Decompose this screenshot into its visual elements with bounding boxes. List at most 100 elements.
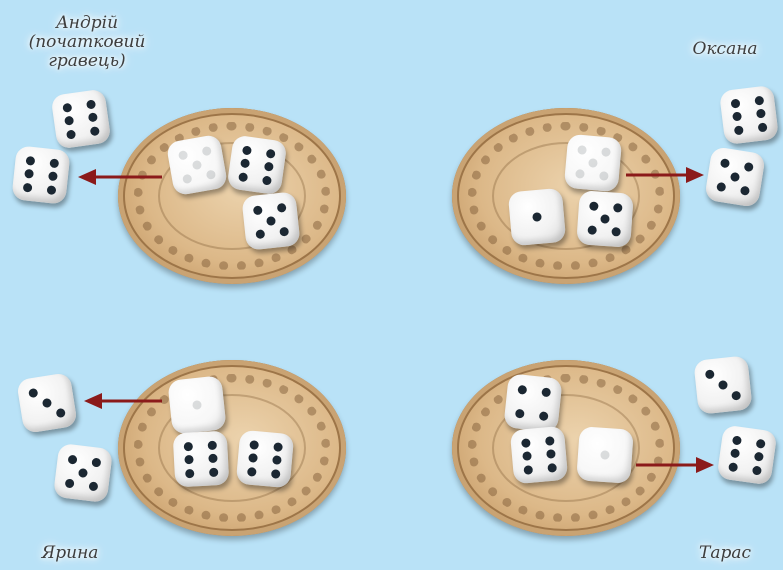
die-pip: [756, 438, 766, 448]
die-pip: [249, 440, 259, 450]
die-andriy-plate-2: [227, 135, 288, 196]
die-andriy-plate-1: [166, 134, 229, 197]
player-label-andriy: Андрій (початковий гравець): [22, 14, 152, 71]
die-pip: [546, 449, 556, 459]
die-pip: [264, 162, 274, 172]
die-oksana-plate-2: [508, 188, 567, 247]
die-pip: [720, 158, 730, 168]
die-pip: [56, 408, 66, 418]
die-pip: [532, 212, 542, 222]
plate-oksana: [452, 108, 680, 284]
die-pip: [238, 172, 248, 182]
die-pip: [28, 388, 38, 398]
die-yaryna-outside-1: [16, 372, 78, 434]
die-pip: [740, 186, 750, 196]
die-pip: [248, 453, 258, 463]
die-pip: [42, 398, 52, 408]
die-pip: [732, 435, 742, 445]
player-name-oksana: Оксана: [675, 40, 775, 59]
die-pip: [272, 455, 282, 465]
die-pip: [67, 454, 77, 464]
die-pip: [575, 169, 585, 179]
player-name-taras: Тарас: [680, 544, 770, 563]
die-pip: [613, 203, 623, 213]
die-pip: [716, 182, 726, 192]
die-pip: [517, 385, 527, 395]
die-pip: [182, 174, 192, 184]
die-pip: [732, 391, 742, 401]
arrow-left-icon: [84, 390, 164, 412]
die-pip: [277, 202, 287, 212]
plate-yaryna: [118, 360, 346, 536]
die-pip: [600, 214, 610, 224]
die-oksana-plate-3: [576, 190, 634, 248]
die-pip: [539, 411, 549, 421]
die-pip: [24, 169, 34, 179]
die-pip: [521, 438, 531, 448]
die-pip: [255, 230, 265, 240]
player-name-yaryna: Ярина: [20, 544, 120, 563]
die-pip: [46, 185, 56, 195]
die-pip: [192, 400, 202, 410]
die-pip: [600, 450, 610, 460]
die-pip: [48, 171, 58, 181]
die-taras-plate-1: [503, 373, 562, 432]
die-oksana-plate-1: [564, 134, 623, 193]
die-pip: [208, 454, 217, 463]
die-andriy-plate-3: [241, 191, 300, 250]
die-pip: [209, 467, 218, 476]
die-pip: [541, 387, 551, 397]
die-taras-plate-3: [576, 426, 634, 484]
die-pip: [577, 145, 587, 155]
die-yaryna-plate-2: [173, 431, 230, 488]
die-pip: [271, 469, 281, 479]
die-pip: [754, 95, 764, 105]
die-pip: [752, 465, 762, 475]
die-pip: [602, 147, 612, 157]
die-pip: [728, 462, 738, 472]
die-pip: [62, 102, 72, 112]
die-pip: [66, 129, 76, 139]
die-pip: [88, 112, 98, 122]
die-pip: [242, 145, 252, 155]
die-pip: [23, 182, 33, 192]
die-pip: [522, 451, 532, 461]
die-pip: [64, 479, 74, 489]
die-taras-plate-2: [510, 426, 569, 485]
die-pip: [192, 160, 202, 170]
die-pip: [732, 111, 742, 121]
die-pip: [49, 158, 59, 168]
arrow-right-icon: [626, 164, 704, 186]
die-pip: [757, 122, 767, 132]
die-pip: [26, 155, 36, 165]
die-andriy-outside-2: [11, 145, 70, 204]
die-pip: [280, 227, 290, 237]
die-pip: [589, 201, 599, 211]
die-pip: [266, 148, 276, 158]
die-pip: [252, 205, 262, 215]
die-pip: [547, 463, 557, 473]
die-pip: [185, 468, 194, 477]
die-yaryna-plate-1: [167, 375, 226, 434]
die-pip: [587, 226, 597, 236]
die-pip: [202, 145, 212, 155]
die-pip: [704, 369, 714, 379]
die-pip: [545, 436, 555, 446]
die-pip: [78, 468, 88, 478]
die-oksana-outside-2: [704, 146, 766, 208]
die-andriy-outside-1: [51, 89, 112, 150]
die-pip: [64, 116, 74, 126]
die-pip: [177, 150, 187, 160]
die-pip: [599, 172, 609, 182]
die-pip: [184, 455, 193, 464]
arrow-left-icon: [78, 166, 164, 188]
die-pip: [273, 442, 283, 452]
die-yaryna-plate-3: [236, 430, 295, 489]
die-pip: [734, 125, 744, 135]
arrow-right-icon: [636, 454, 714, 476]
die-yaryna-outside-2: [53, 443, 113, 503]
die-pip: [240, 158, 250, 168]
die-taras-outside-2: [717, 425, 778, 486]
plate-andriy: [118, 108, 346, 284]
die-pip: [206, 170, 216, 180]
